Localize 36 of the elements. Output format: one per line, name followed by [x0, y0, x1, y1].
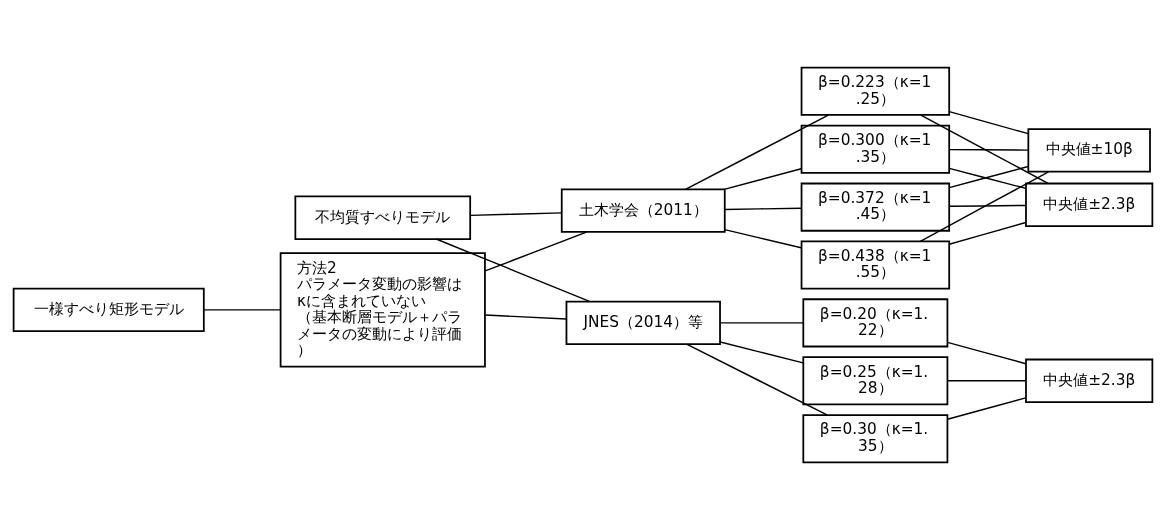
node-box: β=0.25（κ=1.28） — [802, 355, 949, 405]
node-box: 方法2 パラメータ変動の影響はκに含まれていない （基本断層モデル＋パラメータの変動により評価） — [279, 251, 486, 367]
connector — [948, 204, 1027, 207]
connector — [724, 228, 802, 248]
node-box: 中央値±2.3β — [1025, 358, 1154, 403]
node-box: 土木学会（2011） — [560, 188, 726, 233]
connector — [203, 308, 282, 311]
node-box: 一様すべり矩形モデル — [12, 287, 205, 332]
connector — [719, 321, 804, 324]
connector — [723, 167, 802, 190]
connector — [948, 110, 1029, 134]
node-box: JNES（2014）等 — [565, 300, 721, 345]
node-box: β=0.30（κ=1.35） — [802, 413, 949, 463]
node-box: 中央値±2.3β — [1025, 182, 1154, 227]
connector — [948, 221, 1027, 245]
connector — [484, 313, 567, 320]
node-box: β=0.438（κ=1.55） — [800, 240, 951, 289]
node-box: β=0.223（κ=1.25） — [800, 66, 951, 116]
connector — [920, 113, 1049, 184]
connector — [946, 341, 1027, 364]
connector — [919, 170, 1050, 242]
node-box: β=0.300（κ=1.35） — [800, 124, 951, 174]
connector — [686, 343, 828, 416]
connector — [724, 207, 802, 210]
node-box: 中央値±10β — [1027, 127, 1151, 173]
node-box: β=0.372（κ=1.45） — [800, 182, 951, 232]
connector — [946, 396, 1027, 420]
connector — [469, 211, 563, 216]
node-box: β=0.20（κ=1.22） — [802, 297, 949, 347]
connector — [948, 148, 1029, 151]
node-box: 不均質すべりモデル — [294, 195, 472, 240]
connector — [719, 340, 804, 364]
connector — [684, 113, 830, 190]
connector — [484, 230, 588, 272]
connector — [946, 379, 1027, 381]
connector — [435, 237, 591, 302]
